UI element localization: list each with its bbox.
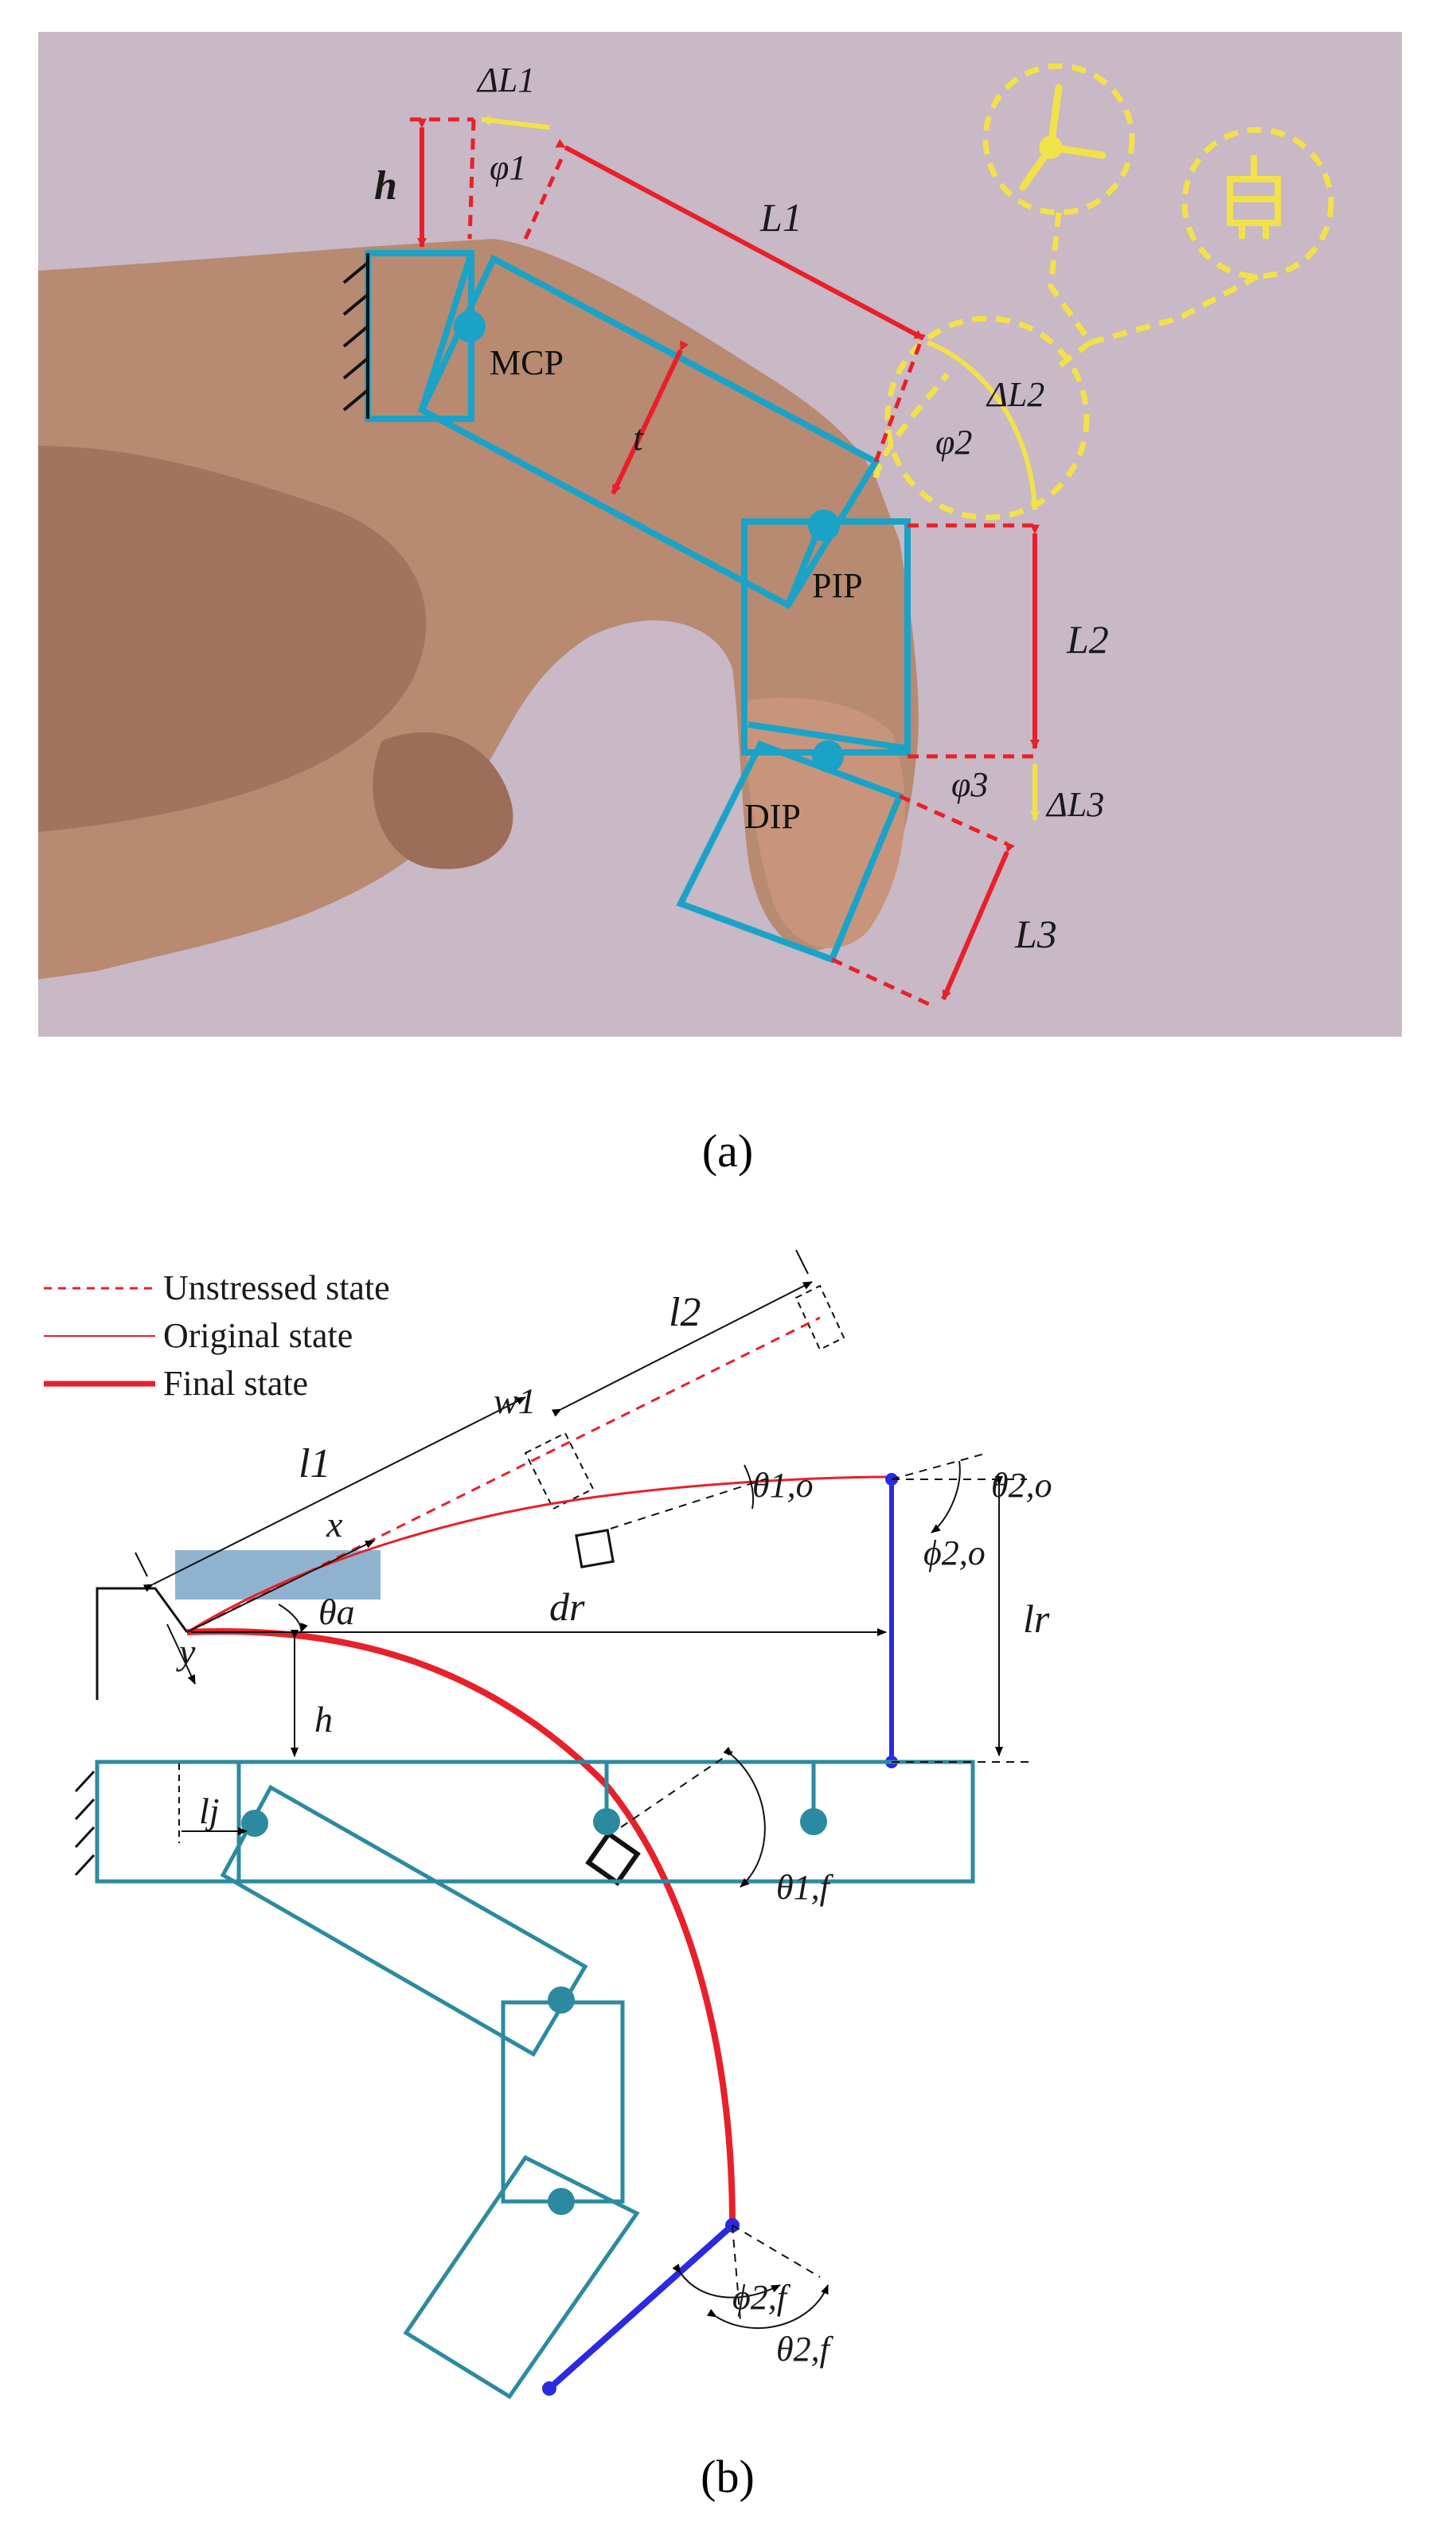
dip-label: DIP [744,797,801,836]
pip-yellow-circle [884,315,1090,521]
motor-circle [1181,127,1334,279]
distal-bent-frame [403,2154,640,2400]
final-curve [186,1627,736,2226]
caption-b: (b) [701,2451,755,2502]
t-dimension [611,340,689,495]
yellow-arrows [481,115,1040,821]
h-label: h [374,163,397,209]
l1-dim [142,1397,526,1592]
y-label: y [176,1631,196,1672]
L3-dimension [941,842,1015,1001]
legend-unstressed: Unstressed state [163,1268,390,1307]
motor-icon [1227,155,1281,239]
w1-box [524,1284,845,1510]
h-label-b: h [314,1699,333,1740]
final-slider [585,1830,641,1886]
base-block [96,1587,189,1700]
panel-a: MCP PIP DIP h t [38,32,1402,1037]
proximal-bent-frame [220,1784,588,2057]
dimension-lines-b [135,1249,1035,2329]
pip-joint-dot [808,510,840,541]
theta-2o-label: θ2,o [991,1466,1052,1505]
panel-b: Unstressed state Original state Final st… [44,1249,1052,2400]
theta-1f-label: θ1,f [776,1868,834,1907]
pip-label: PIP [812,566,863,605]
x-label: x [326,1504,343,1545]
hatch-b [74,1770,96,1877]
l2-label: l2 [669,1290,701,1335]
w1-label: w1 [494,1381,537,1421]
mcp-label: MCP [490,343,564,382]
legend-final: Final state [163,1364,308,1403]
middle-bent-frame [501,2000,625,2204]
final-rod-bottom [542,2381,556,2396]
phi3-label: φ3 [951,765,988,804]
phi2-label: φ2 [935,423,972,462]
dr-label: dr [549,1584,585,1629]
L3-label: L3 [1014,912,1057,956]
dip-joint-dot [812,740,844,772]
clock-circle [982,63,1135,216]
theta-2f-label: θ2,f [776,2330,834,2369]
y-dim [166,1623,196,1685]
flat-frame [95,1760,975,1884]
l2-dim [551,1281,813,1417]
original-slider [575,1529,615,1568]
dL3-label: ΔL3 [1045,785,1104,824]
t-label: t [633,417,644,458]
caption-a: (a) [702,1125,753,1177]
theta-1o-label: θ1,o [752,1466,814,1505]
dL1-label: ΔL1 [476,61,535,100]
phi-2f-label: ϕ2,f [732,2278,791,2317]
theta-a-label: θa [318,1592,355,1632]
L1-dimension [555,139,925,341]
legend: Unstressed state Original state Final st… [44,1268,390,1403]
L2-label: L2 [1066,617,1109,662]
mcp-joint-dot [454,311,486,342]
L1-label: L1 [759,195,802,240]
clock-icon [1019,84,1107,191]
finger-joint-dots-b [241,1808,827,2215]
yellow-overlay [872,63,1334,521]
joint-dots [454,311,844,772]
base-hatch [342,253,369,419]
hand-photo [38,239,919,979]
x-dim [186,1540,375,1633]
phi-2o-label: ϕ2,o [923,1533,986,1572]
red-dimensions [417,119,1040,1001]
lr-label: lr [1023,1596,1050,1641]
final-rod [547,2223,735,2391]
dL2-label: ΔL2 [986,375,1044,414]
phi1-label: φ1 [490,148,526,187]
finger-frames-b [95,1760,975,2400]
l1-label: l1 [299,1441,330,1486]
lj-label: lj [199,1791,220,1831]
legend-original: Original state [163,1316,353,1355]
